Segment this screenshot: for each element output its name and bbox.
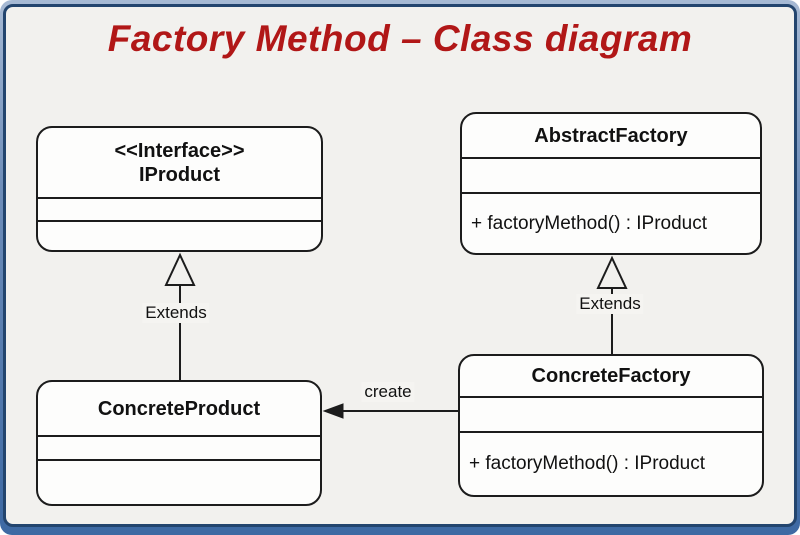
compartment-divider [38, 459, 320, 461]
class-header-concrete-product: ConcreteProduct [38, 382, 320, 435]
attributes-compartment-empty [462, 159, 760, 192]
class-name-concrete-factory: ConcreteFactory [531, 365, 691, 387]
method-label-abstract-factory: + factoryMethod() : IProduct [471, 212, 708, 234]
filled-arrowhead [322, 403, 344, 419]
compartment-divider [38, 197, 321, 199]
class-header-concrete-factory: ConcreteFactory [460, 356, 762, 396]
compartment-divider [460, 431, 762, 433]
class-name-abstract-factory: AbstractFactory [534, 124, 688, 147]
hollow-triangle-arrowhead [164, 252, 196, 286]
class-header-iproduct: <<Interface>> IProduct [38, 128, 321, 197]
extends-label-right: Extends [576, 294, 644, 314]
generalization-arrow-left [164, 252, 196, 380]
compartment-divider [460, 396, 762, 398]
compartment-divider [38, 220, 321, 222]
class-name-iproduct: IProduct [138, 163, 221, 186]
attributes-compartment-empty [460, 398, 762, 431]
class-box-concrete-factory: ConcreteFactory + factoryMethod() : IPro… [458, 354, 764, 497]
relationship-arrows [164, 252, 628, 419]
class-box-concrete-product: ConcreteProduct [36, 380, 322, 506]
diagram-canvas: Factory Method – Class diagram Extends E… [3, 4, 797, 527]
class-box-abstract-factory: AbstractFactory + factoryMethod() : IPro… [460, 112, 762, 255]
create-arrow [322, 403, 458, 419]
attributes-compartment-empty [38, 437, 320, 459]
compartment-divider [462, 192, 760, 194]
compartment-divider [38, 435, 320, 437]
class-header-abstract-factory: AbstractFactory [462, 114, 760, 157]
stereotype-label: <<Interface>> [114, 139, 245, 162]
class-box-iproduct: <<Interface>> IProduct [36, 126, 323, 252]
extends-label-left: Extends [142, 303, 210, 323]
diagram-title: Factory Method – Class diagram [107, 18, 693, 59]
attributes-compartment-empty [38, 199, 321, 220]
class-name-concrete-product: ConcreteProduct [97, 397, 261, 420]
create-label: create [361, 382, 415, 402]
compartment-divider [462, 157, 760, 159]
method-label-concrete-factory: + factoryMethod() : IProduct [469, 453, 706, 474]
hollow-triangle-arrowhead [596, 255, 628, 289]
methods-compartment-empty [38, 222, 321, 250]
methods-compartment-empty [38, 461, 320, 504]
